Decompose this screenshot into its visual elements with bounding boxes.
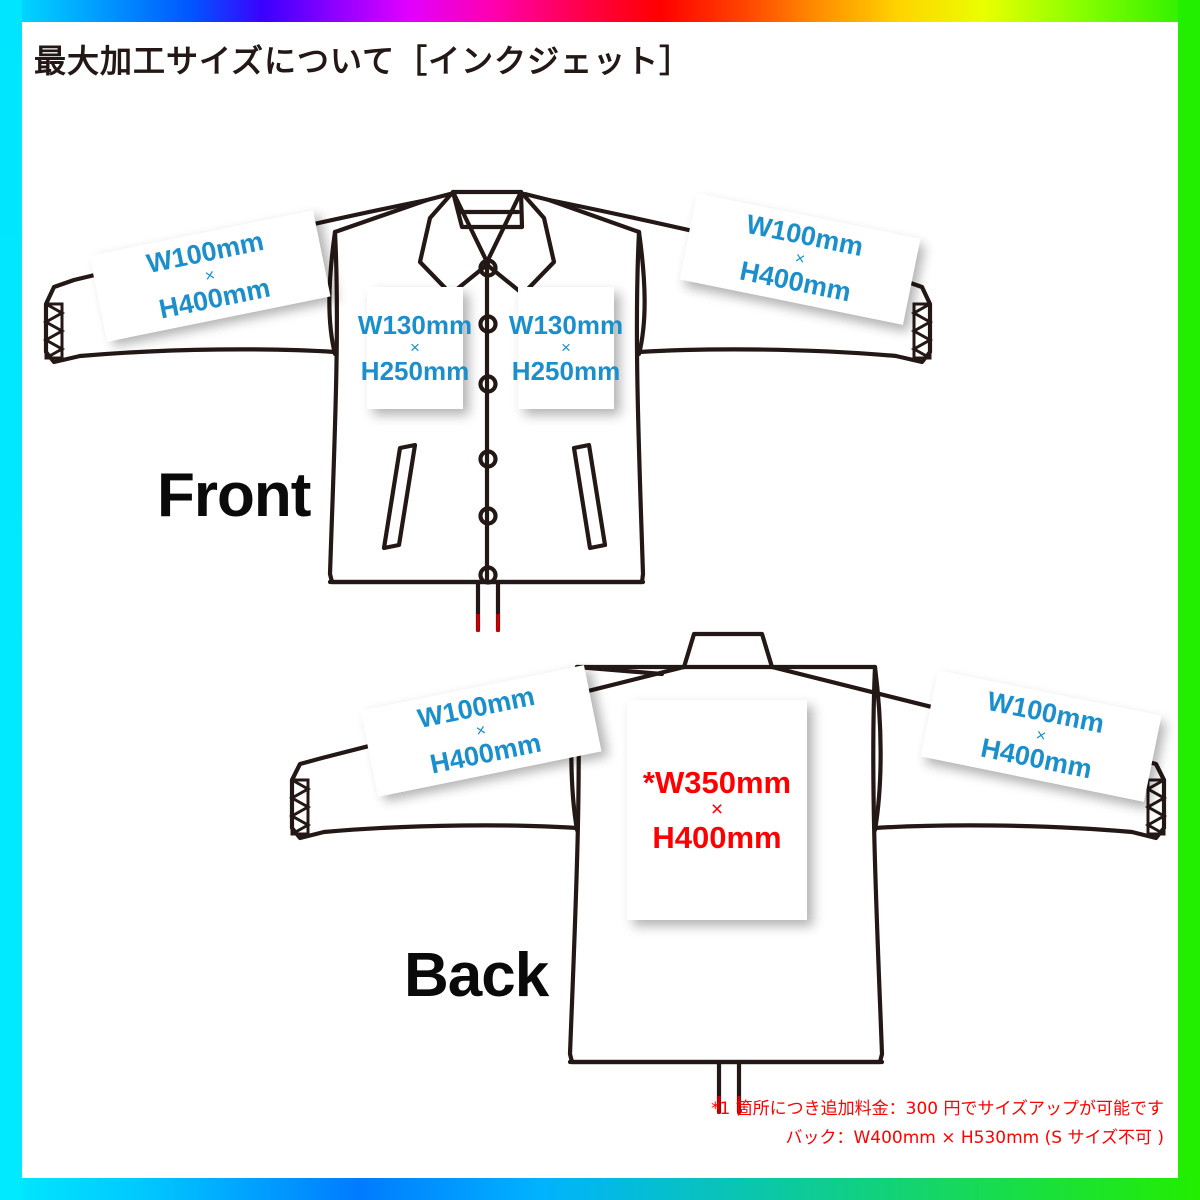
back-left-sleeve xyxy=(289,664,687,841)
callout-height-value: H250mm xyxy=(511,355,621,386)
callout-multiply-icon: × xyxy=(561,338,571,358)
rainbow-border-bottom xyxy=(0,1178,1200,1200)
front-right-sleeve xyxy=(546,197,933,365)
back-left-shoulder-slope xyxy=(574,664,665,677)
back-right-cuff-rib xyxy=(1144,778,1168,836)
front-snap-4 xyxy=(478,449,498,469)
front-pocket-right xyxy=(571,442,608,551)
front-snap-1 xyxy=(478,258,498,278)
footnote-line-1: *1 箇所につき追加料金：300 円でサイズアップが可能です xyxy=(710,1098,1164,1119)
front-snap-5 xyxy=(478,506,498,526)
callout-width-value: *W350mm xyxy=(642,764,792,800)
callout-width-value: W130mm xyxy=(508,309,624,340)
front-collar-stand xyxy=(450,189,525,230)
front-snap-2 xyxy=(478,314,498,334)
front-right-cuff-rib xyxy=(910,302,934,360)
front-collar-left xyxy=(417,189,491,297)
front-left-cuff-rib xyxy=(42,302,66,360)
footnote: *1 箇所につき追加料金：300 円でサイズアップが可能です バック：W400m… xyxy=(711,1095,1164,1155)
front-left-armhole xyxy=(327,229,338,357)
callout-multiply-icon: × xyxy=(710,798,724,822)
callout-back-center: *W350mm × H400mm xyxy=(627,700,807,920)
callout-width-value: W130mm xyxy=(357,309,473,340)
back-right-armhole xyxy=(872,664,883,833)
callout-height-value: H250mm xyxy=(360,355,470,386)
footnote-line-2: バック：W400mm × H530mm (S サイズ不可 ) xyxy=(785,1128,1164,1149)
rainbow-border-top xyxy=(0,0,1200,22)
callout-front-chest-right: W130mm × H250mm xyxy=(509,287,623,409)
front-pocket-left xyxy=(381,442,418,551)
rainbow-border-left xyxy=(0,0,22,1200)
callout-front-chest-left: W130mm × H250mm xyxy=(358,287,472,409)
rainbow-border-right xyxy=(1178,0,1200,1200)
jacket-front-illustration xyxy=(42,189,1168,1115)
illustration-stage: Front Back W100mm × H400mm W100mm × H400… xyxy=(22,22,1178,1178)
back-right-sleeve xyxy=(769,664,1167,841)
callout-height-value: H400mm xyxy=(652,819,782,855)
back-left-cuff-rib xyxy=(288,778,312,836)
front-right-armhole xyxy=(636,229,647,357)
page-title: 最大加工サイズについて［インクジェット］ xyxy=(34,42,693,80)
front-collar-right xyxy=(483,189,557,297)
callout-multiply-icon: × xyxy=(410,338,420,358)
back-collar xyxy=(681,631,775,670)
view-label-back: Back xyxy=(404,941,549,1010)
view-label-front: Front xyxy=(157,461,311,530)
front-left-sleeve xyxy=(43,197,430,365)
front-snap-3 xyxy=(478,374,498,394)
content-canvas: 最大加工サイズについて［インクジェット］ xyxy=(22,22,1178,1178)
